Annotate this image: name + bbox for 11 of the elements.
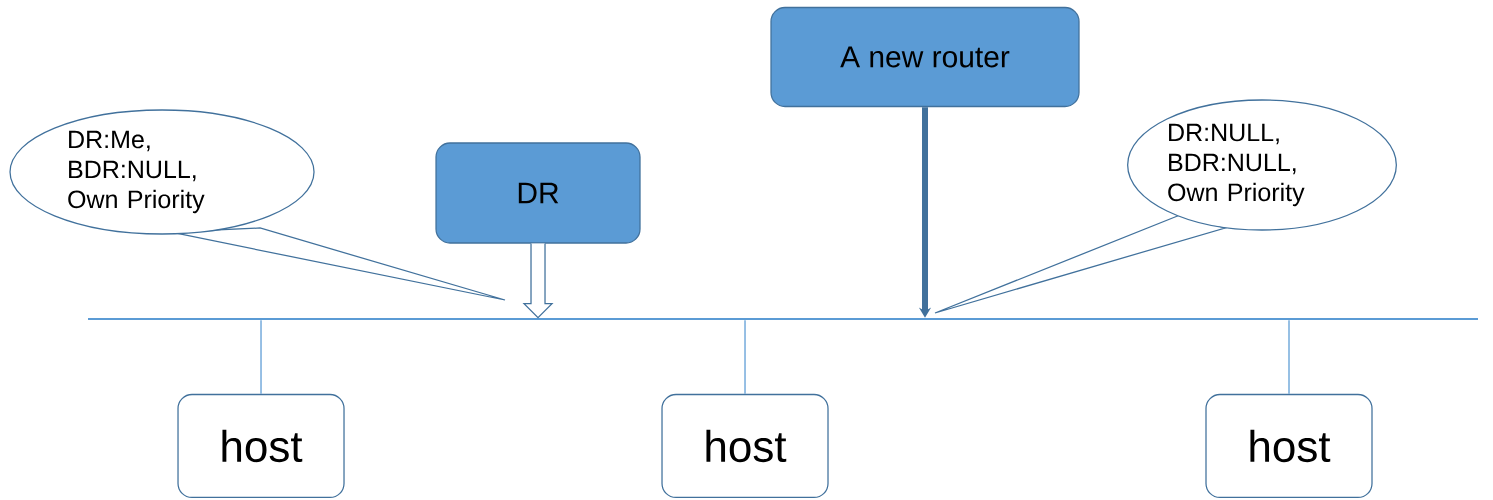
arrow <box>522 243 554 319</box>
connector-line <box>260 319 262 395</box>
connector-line <box>1288 319 1290 395</box>
host-box: host <box>1205 393 1373 499</box>
router-box: DR <box>435 142 641 244</box>
speech-bubble: DR:NULL, BDR:NULL, Own Priority <box>934 99 1397 314</box>
speech-bubble: DR:Me, BDR:NULL, Own Priority <box>9 109 506 301</box>
connector-line <box>744 319 746 395</box>
host-box: host <box>661 393 829 499</box>
host-box: host <box>177 393 345 499</box>
router-box: A new router <box>770 6 1080 108</box>
